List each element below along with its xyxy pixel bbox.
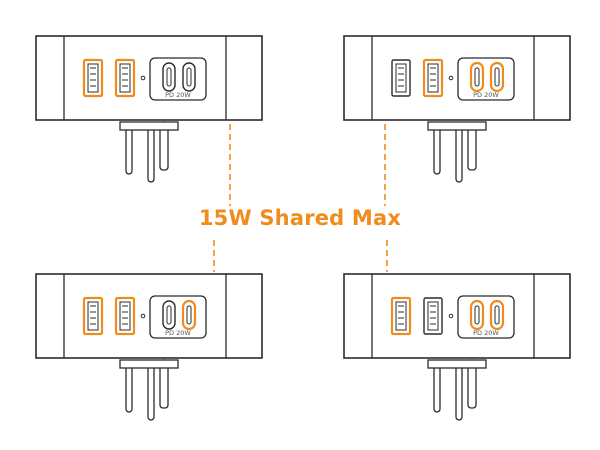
prong bbox=[147, 121, 155, 183]
plug-base bbox=[427, 121, 487, 131]
charger-top-right: PD 20W bbox=[343, 35, 571, 183]
usb-c-1-port bbox=[469, 299, 485, 331]
plug-prongs bbox=[427, 121, 487, 183]
usb-a-2-port bbox=[422, 58, 444, 98]
prong bbox=[455, 359, 463, 421]
usb-c-1-port bbox=[469, 61, 485, 93]
plug-prongs bbox=[427, 359, 487, 421]
charger-body bbox=[35, 35, 263, 121]
usb-c-tongue bbox=[474, 305, 480, 325]
indicator-dot bbox=[448, 75, 454, 81]
charger-body bbox=[343, 35, 571, 121]
charger-bottom-right: PD 20W bbox=[343, 273, 571, 421]
plug-prongs bbox=[119, 121, 179, 183]
pd-label: PD 20W bbox=[473, 329, 499, 337]
usb-a-slot bbox=[395, 301, 407, 331]
usb-a-1-port bbox=[390, 296, 412, 336]
prong bbox=[147, 359, 155, 421]
shared-power-connectors bbox=[213, 124, 388, 272]
charger-body bbox=[35, 273, 263, 359]
usb-c-tongue bbox=[494, 67, 500, 87]
usb-c-tongue bbox=[474, 67, 480, 87]
usb-c-tongue bbox=[186, 305, 192, 325]
usb-c-2-port bbox=[182, 62, 196, 92]
usb-a-slot bbox=[87, 301, 99, 331]
usb-a-slot bbox=[119, 301, 131, 331]
prong bbox=[455, 121, 463, 183]
usb-a-1-port bbox=[82, 58, 104, 98]
usb-a-slot bbox=[87, 63, 99, 93]
usb-c-2-port bbox=[489, 299, 505, 331]
pd-label: PD 20W bbox=[165, 329, 191, 337]
usb-a-slot bbox=[119, 63, 131, 93]
indicator-dot bbox=[140, 75, 146, 81]
usb-c-2-port bbox=[181, 299, 197, 331]
usb-c-tongue bbox=[166, 67, 172, 87]
usb-a-1-port bbox=[391, 59, 411, 97]
plug-prongs bbox=[119, 359, 179, 421]
shared-max-text: 15W Shared Max bbox=[192, 206, 408, 230]
indicator-dot bbox=[140, 313, 146, 319]
usb-c-tongue bbox=[166, 305, 172, 325]
usb-a-slot bbox=[395, 63, 407, 93]
charger-bottom-left: PD 20W bbox=[35, 273, 263, 421]
usb-a-2-port bbox=[114, 296, 136, 336]
usb-c-tongue bbox=[494, 305, 500, 325]
usb-a-slot bbox=[427, 63, 439, 93]
charger-top-left: PD 20W bbox=[35, 35, 263, 183]
usb-c-tongue bbox=[186, 67, 192, 87]
plug-base bbox=[427, 359, 487, 369]
plug-base bbox=[119, 359, 179, 369]
usb-a-2-port bbox=[114, 58, 136, 98]
usb-c-1-port bbox=[162, 62, 176, 92]
shared-max-label: 15W Shared Max bbox=[0, 206, 600, 230]
indicator-dot bbox=[448, 313, 454, 319]
charger-group: PD 20W PD 20W PD 20W PD 20W bbox=[35, 35, 571, 421]
plug-base bbox=[119, 121, 179, 131]
pd-label: PD 20W bbox=[165, 91, 191, 99]
usb-a-slot bbox=[427, 301, 439, 331]
usb-c-1-port bbox=[162, 300, 176, 330]
charger-body bbox=[343, 273, 571, 359]
usb-c-2-port bbox=[489, 61, 505, 93]
usb-a-2-port bbox=[423, 297, 443, 335]
usb-a-1-port bbox=[82, 296, 104, 336]
pd-label: PD 20W bbox=[473, 91, 499, 99]
